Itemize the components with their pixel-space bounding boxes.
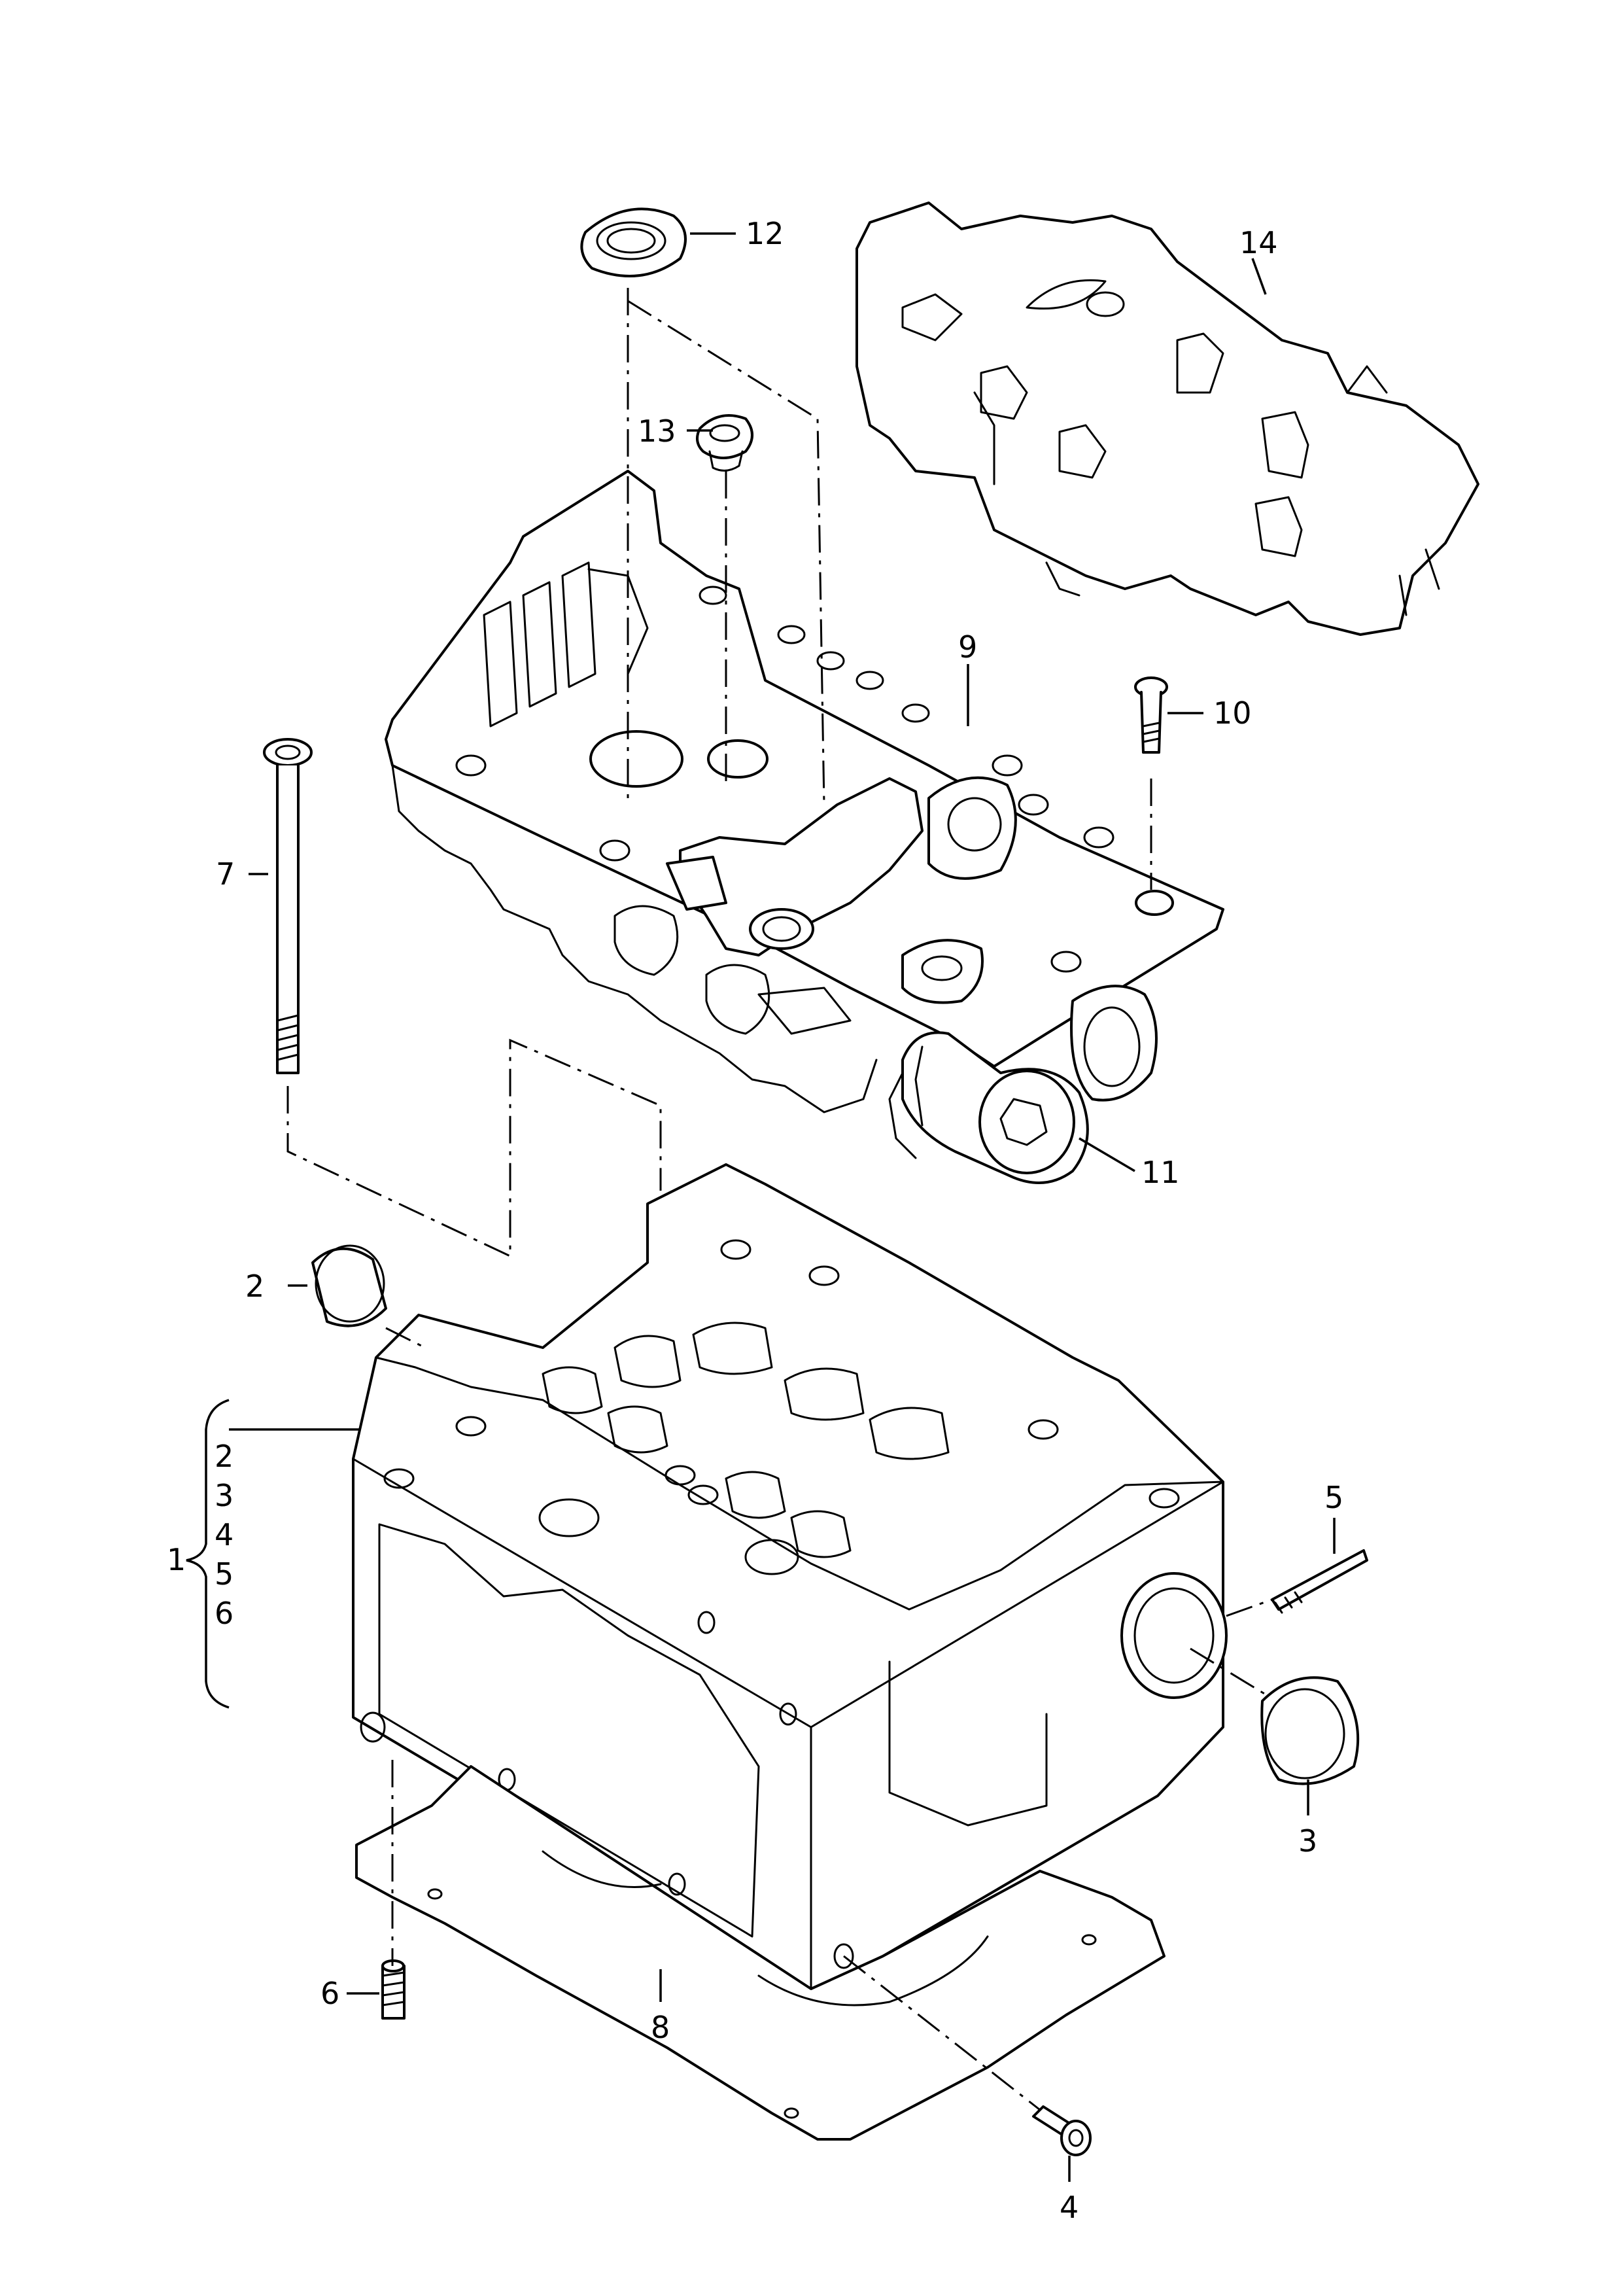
callout-5: 5 (1324, 1480, 1343, 1515)
callout-10: 10 (1213, 695, 1252, 731)
callout-11: 11 (1141, 1155, 1180, 1190)
stud-part-6 (381, 1959, 406, 2020)
callout-9: 9 (958, 629, 977, 665)
bracket-item-5: 5 (215, 1556, 233, 1592)
bolt-part-7 (263, 738, 313, 1074)
callout-4: 4 (1060, 2190, 1079, 2225)
leader-lines (186, 232, 1336, 2182)
callout-12: 12 (746, 216, 784, 251)
bracket-item-3: 3 (215, 1478, 233, 1513)
callout-13: 13 (638, 413, 676, 449)
callout-6: 6 (320, 1976, 339, 2011)
cap-part-3 (1260, 1676, 1360, 1785)
callout-8: 8 (651, 2010, 670, 2045)
callout-7: 7 (216, 856, 235, 892)
seal-part-12 (580, 207, 687, 277)
engine-cover-part-14 (855, 201, 1479, 636)
plug-part-13 (696, 414, 753, 472)
screw-part-4 (1032, 2105, 1092, 2156)
cylinder-head-part-1 (352, 1163, 1228, 1990)
assembly-lines (286, 288, 1273, 2111)
callout-3: 3 (1298, 1823, 1317, 1859)
bracket-item-4: 4 (215, 1517, 233, 1552)
bracket-item-6: 6 (215, 1596, 233, 1631)
stud-part-5 (1271, 1549, 1368, 1614)
callout-14: 14 (1239, 225, 1278, 260)
bolt-part-10 (1134, 676, 1168, 754)
callout-labels: 12 14 13 9 10 7 11 2 1 2 3 4 5 6 5 3 6 8… (167, 216, 1343, 2225)
bracket-main-label: 1 (167, 1542, 186, 1577)
callout-2: 2 (245, 1269, 264, 1304)
drive-unit-part-11 (888, 1031, 1089, 1184)
cap-part-2 (311, 1244, 387, 1327)
camshaft-housing-part-9 (385, 470, 1224, 1113)
gasket-part-8 (355, 1765, 1166, 2141)
bracket-item-2: 2 (215, 1439, 233, 1474)
